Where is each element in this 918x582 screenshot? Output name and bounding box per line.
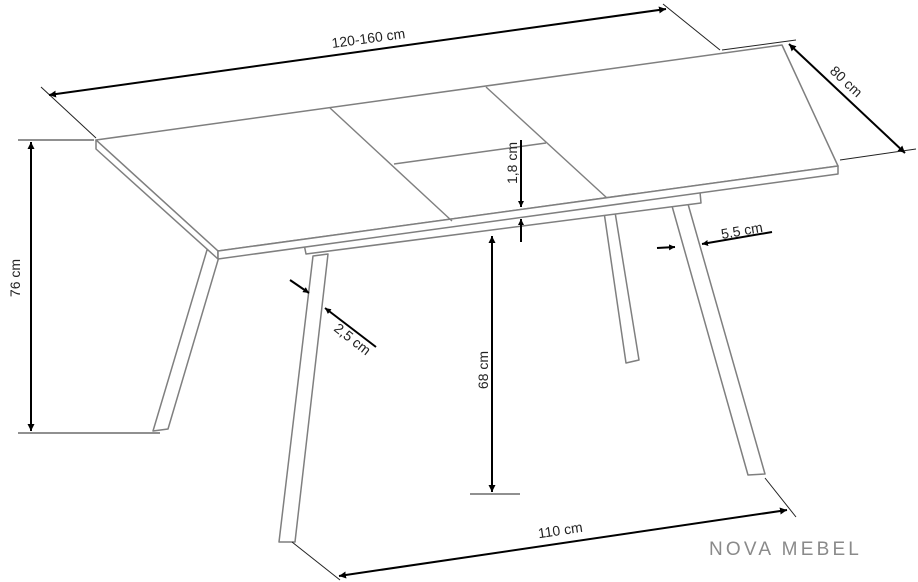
length-extension-right	[662, 3, 721, 51]
brand-watermark: NOVA MEBEL	[709, 539, 863, 560]
back-right-leg	[671, 203, 766, 476]
front-right-leg	[278, 253, 329, 543]
depth-dimension-line	[788, 43, 906, 154]
leg-back-arrow-a	[656, 244, 676, 251]
back-left-leg	[603, 211, 640, 364]
leg-spacing-label: 110 cm	[537, 519, 584, 541]
top-thickness-label: 1,8 cm	[504, 142, 520, 184]
leg-front-arrow-a	[289, 279, 310, 294]
table-illustration	[95, 44, 839, 543]
depth-extension-bottom	[839, 148, 917, 161]
spacing-extension-left	[291, 541, 341, 581]
leaf-seam-left	[329, 107, 453, 222]
leg-front-arrow-b	[324, 307, 377, 348]
height-label: 76 cm	[7, 259, 23, 297]
leg-back-arrow-b	[701, 231, 773, 246]
leg-back-label: 5,5 cm	[720, 219, 764, 242]
clearance-label: 68 cm	[475, 351, 491, 389]
depth-label: 80 cm	[827, 62, 866, 100]
leg-spacing-dimension-line	[338, 507, 788, 579]
leaf-seam-right	[485, 86, 608, 199]
table-top-side-edge	[217, 165, 839, 260]
front-left-leg	[152, 249, 222, 432]
spacing-extension-right	[764, 477, 797, 518]
leg-front-label: 2,5 cm	[331, 320, 374, 358]
depth-extension-top	[721, 39, 797, 51]
length-dimension-line	[48, 6, 667, 98]
